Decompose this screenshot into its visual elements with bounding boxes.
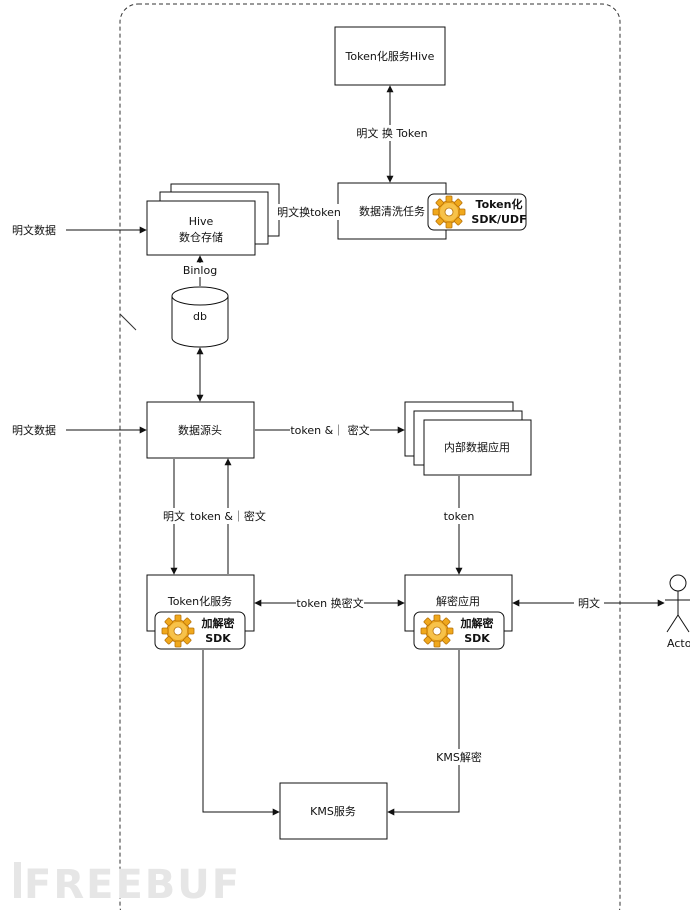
token-service-label: Token化服务 bbox=[167, 594, 232, 608]
gear-icon bbox=[420, 614, 454, 648]
boundary-tick bbox=[119, 313, 137, 331]
data-source-label: 数据源头 bbox=[178, 423, 222, 437]
edge-label-kms-decrypt: KMS解密 bbox=[436, 750, 482, 764]
actor-icon bbox=[665, 574, 690, 633]
edge-label-plain-swap-token: 明文换token bbox=[277, 205, 341, 219]
internal-app-label: 内部数据应用 bbox=[444, 440, 510, 454]
token-service-sdk-line1: 加解密 bbox=[201, 616, 235, 630]
clean-sdk-line1: Token化 bbox=[476, 197, 523, 211]
edge-label-plain-down: 明文 bbox=[163, 509, 185, 523]
clean-task-node: 数据清洗任务 Token化 SDK/UDF bbox=[337, 182, 527, 240]
edge-label-token-cipher-up: token &｜密文 bbox=[190, 509, 266, 523]
clean-sdk-line2: SDK/UDF bbox=[471, 213, 526, 226]
data-source-node: 数据源头 bbox=[146, 401, 255, 459]
decrypt-sdk-line1: 加解密 bbox=[460, 616, 494, 630]
hive-label-line2: 数仓存储 bbox=[179, 230, 223, 244]
clean-task-label: 数据清洗任务 bbox=[359, 204, 425, 218]
decrypt-app-node: 解密应用 加解密 SDK bbox=[404, 574, 513, 650]
token-hive-label: Token化服务Hive bbox=[345, 49, 435, 63]
db-node: db bbox=[171, 286, 229, 348]
edge-label-plain-actor: 明文 bbox=[578, 596, 600, 610]
input-label-plain-data-1: 明文数据 bbox=[12, 223, 56, 237]
token-service-sdk-line2: SDK bbox=[205, 632, 231, 645]
token-service-node: Token化服务 加解密 SDK bbox=[146, 574, 255, 650]
system-boundary bbox=[119, 3, 621, 910]
decrypt-sdk-line2: SDK bbox=[464, 632, 490, 645]
kms-node: KMS服务 bbox=[279, 782, 388, 840]
internal-app-node: 内部数据应用 bbox=[404, 401, 532, 476]
edge-label-token-swap-cipher: token 换密文 bbox=[296, 596, 363, 610]
watermark-text: FREEBUF bbox=[24, 862, 241, 908]
hive-label-line1: Hive bbox=[189, 215, 214, 228]
edge-label-token-down: token bbox=[444, 510, 475, 523]
gear-icon bbox=[161, 614, 195, 648]
db-label: db bbox=[193, 310, 207, 323]
edge-decrypt-kms bbox=[387, 650, 460, 816]
edge-label-token-cipher-right: token &｜ 密文 bbox=[290, 423, 369, 437]
actor-label: Actor bbox=[667, 637, 690, 650]
hive-storage-node: Hive 数仓存储 bbox=[146, 183, 280, 256]
freebuf-watermark: FREEBUF bbox=[14, 862, 241, 908]
edge-label-binlog: Binlog bbox=[183, 264, 217, 277]
decrypt-app-label: 解密应用 bbox=[436, 594, 480, 608]
gear-icon bbox=[432, 195, 466, 229]
token-hive-node: Token化服务Hive bbox=[334, 26, 446, 86]
kms-label: KMS服务 bbox=[310, 805, 356, 818]
input-label-plain-data-2: 明文数据 bbox=[12, 423, 56, 437]
edge-label-plain-for-token: 明文 换 Token bbox=[356, 126, 427, 140]
edge-tokensvc-kms bbox=[202, 650, 280, 816]
